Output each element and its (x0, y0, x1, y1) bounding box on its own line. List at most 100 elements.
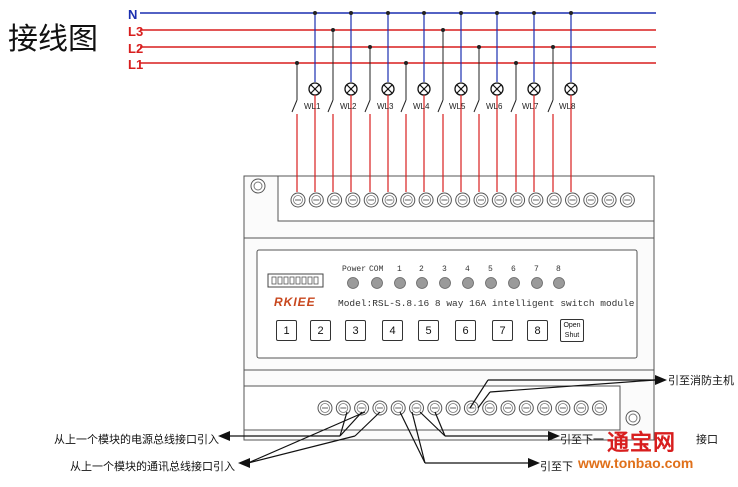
terminal-screw-ring (521, 403, 532, 413)
indicator-label-com: COM (369, 265, 384, 274)
terminal-screw-ring (622, 195, 633, 205)
terminal-screw-ring (457, 195, 468, 205)
note-fire-host: 引至消防主机 (668, 374, 734, 387)
terminal-screw-ring (320, 403, 330, 413)
lamp-cross (566, 84, 576, 94)
load-label: WL4 (413, 102, 430, 111)
channel-2-button[interactable]: 2 (310, 320, 331, 341)
bus-label-l1: L1 (128, 57, 144, 72)
load-label: WL1 (304, 102, 321, 111)
comm-bus-in-arrow (238, 458, 250, 468)
indicator-led (416, 277, 428, 289)
indicator-led (485, 277, 497, 289)
terminal-screw-ring (531, 195, 541, 205)
channel-4-button[interactable]: 4 (382, 320, 403, 341)
terminal-screw-ring (484, 403, 495, 413)
bus-label-l3: L3 (128, 24, 144, 39)
shut-label: Shut (564, 332, 580, 339)
terminal-screw-ring (293, 195, 303, 205)
lamp-cross (346, 84, 356, 94)
watermark-url: www.tonbao.com (578, 455, 694, 471)
channel-1-button[interactable]: 1 (276, 320, 297, 341)
channel-7-button[interactable]: 7 (492, 320, 513, 341)
dip-switch-lever (295, 276, 301, 285)
junction-dot (295, 61, 299, 65)
indicator-led (371, 277, 383, 289)
power-bus-in-wire (339, 411, 348, 437)
mount-hole-inner (628, 413, 638, 423)
junction-dot (441, 28, 445, 32)
junction-dot (313, 11, 317, 15)
junction-dot (569, 11, 573, 15)
indicator-label: 8 (556, 265, 561, 274)
indicator-label-power: Power (342, 265, 367, 274)
junction-dot (331, 28, 335, 32)
terminal-screw-ring (549, 195, 560, 205)
junction-dot (477, 45, 481, 49)
switch-contact (510, 99, 517, 113)
note-power-out: 引至下一 (560, 433, 604, 446)
junction-dot (368, 45, 372, 49)
dip-switch-lever (307, 276, 313, 285)
open-shut-button[interactable]: Open Shut (560, 319, 584, 342)
dip-switch-lever (301, 276, 307, 285)
terminal-screw-ring (567, 195, 578, 205)
lamp-cross (529, 84, 539, 94)
switch-contact (547, 99, 554, 113)
junction-dot (386, 11, 390, 15)
power-bus-out-arrow (548, 431, 560, 441)
switch-contact (400, 99, 407, 113)
terminal-screw-ring (539, 403, 550, 413)
open-label: Open (563, 322, 581, 329)
indicator-label: 4 (465, 265, 470, 274)
lamp-cross (456, 84, 466, 94)
terminal-screw-ring (329, 195, 340, 205)
terminal-screw-ring (604, 195, 614, 205)
switch-contact (473, 99, 480, 113)
channel-3-button[interactable]: 3 (345, 320, 366, 341)
junction-dot (495, 11, 499, 15)
lamp-cross (419, 84, 429, 94)
junction-dot (551, 45, 555, 49)
indicator-label: 5 (488, 265, 493, 274)
load-label: WL8 (559, 102, 576, 111)
load-label: WL2 (340, 102, 357, 111)
load-label: WL6 (486, 102, 503, 111)
terminal-screw-ring (494, 195, 505, 205)
terminal-screw-ring (594, 403, 605, 413)
indicator-label: 1 (397, 265, 402, 274)
terminal-screw-ring (421, 195, 432, 205)
dip-switch-lever (277, 276, 283, 285)
indicator-label: 3 (442, 265, 447, 274)
terminal-screw-ring (411, 403, 422, 413)
terminal-screw-ring (439, 195, 450, 205)
lamp-cross (310, 84, 320, 94)
mount-hole-icon (250, 178, 266, 194)
power-bus-in-wire (339, 411, 363, 437)
junction-dot (422, 11, 426, 15)
junction-dot (459, 11, 463, 15)
dip-switch-lever (283, 276, 289, 285)
channel-5-button[interactable]: 5 (418, 320, 439, 341)
comm-bus-out-wire (399, 411, 426, 464)
junction-dot (532, 11, 536, 15)
switch-contact (327, 99, 334, 113)
channel-8-button[interactable]: 8 (527, 320, 548, 341)
note-comm-in: 从上一个模块的通讯总线接口引入 (70, 460, 235, 473)
channel-6-button[interactable]: 6 (455, 320, 476, 341)
note-power-in: 从上一个模块的电源总线接口引入 (54, 433, 219, 446)
indicator-led (462, 277, 474, 289)
terminal-screw-ring (512, 195, 523, 205)
load-label: WL3 (377, 102, 394, 111)
indicator-label: 7 (534, 265, 539, 274)
terminal-screw-ring (384, 195, 395, 205)
terminal-screw-ring (466, 403, 477, 413)
indicator-label: 2 (419, 265, 424, 274)
model-text: Model:RSL-S.8.16 8 way 16A intelligent s… (338, 298, 635, 309)
fire-host-wire (469, 379, 489, 409)
switch-contact (291, 99, 298, 113)
brand-logo: RKIEE (274, 295, 316, 309)
indicator-led (394, 277, 406, 289)
